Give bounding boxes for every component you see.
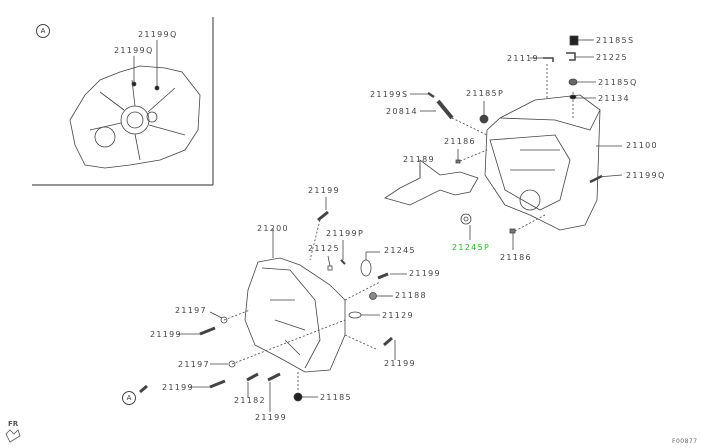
part-label-21199[interactable]: 21199 — [150, 330, 182, 339]
part-label-21199P[interactable]: 21199P — [326, 229, 365, 238]
part-label-20814[interactable]: 20814 — [386, 107, 418, 116]
part-label-21134[interactable]: 21134 — [598, 94, 630, 103]
part-label-21199[interactable]: 21199 — [409, 269, 441, 278]
part-label-21200[interactable]: 21200 — [257, 224, 289, 233]
part-label-21197[interactable]: 21197 — [178, 360, 210, 369]
part-label-21100[interactable]: 21100 — [626, 141, 658, 150]
inset-part-label[interactable]: 21199Q — [138, 30, 178, 39]
part-label-21129[interactable]: 21129 — [382, 311, 414, 320]
view-callout-a: A — [122, 391, 136, 405]
part-label-21199Q[interactable]: 21199Q — [626, 171, 666, 180]
inset-frame — [32, 17, 214, 186]
part-label-21199[interactable]: 21199 — [308, 186, 340, 195]
clutch-housing-drawing — [139, 197, 407, 412]
part-label-21185Q[interactable]: 21185Q — [598, 78, 638, 87]
part-label-21186[interactable]: 21186 — [500, 253, 532, 262]
part-label-21199[interactable]: 21199 — [255, 413, 287, 422]
part-label-21182[interactable]: 21182 — [234, 396, 266, 405]
part-label-21225[interactable]: 21225 — [596, 53, 628, 62]
diagram-code: F00877 — [672, 438, 698, 445]
part-label-21185[interactable]: 21185 — [320, 393, 352, 402]
part-label-21197[interactable]: 21197 — [175, 306, 207, 315]
part-label-21245[interactable]: 21245 — [384, 246, 416, 255]
front-label: FR — [8, 420, 19, 428]
part-label-21119[interactable]: 21119 — [507, 54, 539, 63]
part-label-21245P-highlighted[interactable]: 21245P — [452, 243, 491, 252]
part-label-21186[interactable]: 21186 — [444, 137, 476, 146]
part-label-21188[interactable]: 21188 — [395, 291, 427, 300]
part-label-21199S[interactable]: 21199S — [370, 90, 409, 99]
transmission-case-drawing — [484, 64, 623, 231]
inset-part-label[interactable]: 21199Q — [114, 46, 154, 55]
front-arrow-icon — [5, 429, 21, 443]
inset-callout-a: A — [36, 24, 50, 38]
inset-housing-drawing — [69, 40, 201, 169]
part-label-21185S[interactable]: 21185S — [596, 36, 635, 45]
part-label-21189[interactable]: 21189 — [403, 155, 435, 164]
part-label-21185P[interactable]: 21185P — [466, 89, 505, 98]
part-label-21199[interactable]: 21199 — [162, 383, 194, 392]
small-parts-right — [384, 35, 596, 250]
part-label-21125[interactable]: 21125 — [308, 244, 340, 253]
part-label-21199[interactable]: 21199 — [384, 359, 416, 368]
